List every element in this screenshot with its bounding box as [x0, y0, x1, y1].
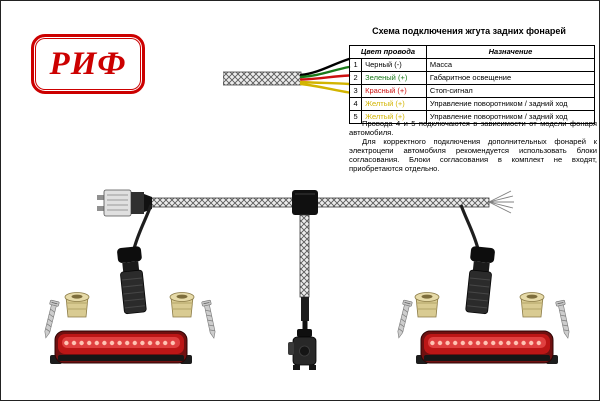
wire-color-label: Красный (+): [361, 84, 427, 98]
wire-red: [299, 74, 351, 81]
wire-yellow-2: [299, 82, 351, 94]
harness-diagram: [41, 189, 573, 370]
table-row: 2 Зеленый (+) Габаритное освещение: [348, 71, 596, 85]
wire-color-label: Черный (-): [361, 58, 427, 72]
table-row: 4 Желтый (+) Управление поворотником / з…: [348, 97, 596, 111]
left-branch-connector: [117, 204, 153, 315]
wire-colors-illustration: [223, 57, 351, 94]
vertical-cable: [299, 214, 310, 298]
table-row: 5 Желтый (+) Управление поворотником / з…: [348, 110, 596, 124]
table-row: 3 Красный (+) Стоп-сигнал: [348, 84, 596, 98]
mounting-grommet: [169, 292, 195, 318]
wire-black: [299, 57, 351, 77]
page-title: Схема подключения жгута задних фонарей: [372, 26, 566, 36]
wire-purpose: Управление поворотником / задний ход: [425, 97, 596, 111]
wire-purpose: Габаритное освещение: [425, 71, 596, 85]
wire-color-label: Зеленый (+): [361, 71, 427, 85]
wire-color-label: Желтый (+): [361, 97, 427, 111]
braided-sleeve: [223, 71, 302, 86]
rif-logo: РИФ: [31, 34, 145, 94]
table-header-row: Цвет провода Назначение: [349, 45, 596, 59]
left-plug-connector: [97, 189, 152, 217]
screw-icon: [394, 299, 413, 340]
rear-light-left: [49, 330, 193, 365]
cable-junction: [292, 190, 318, 215]
screw-icon: [41, 299, 60, 340]
wire-number: 4: [348, 97, 363, 111]
notes-block: Провода 4 и 5 подключаются в зависимости…: [349, 119, 597, 174]
purpose-column-header: Назначение: [425, 45, 596, 59]
wire-yellow-1: [299, 80, 351, 86]
note-paragraph-1: Провода 4 и 5 подключаются в зависимости…: [349, 119, 597, 137]
wire-purpose: Управление поворотником / задний ход: [425, 110, 596, 124]
note-paragraph-2: Для корректного подключения дополнительн…: [349, 136, 597, 173]
screw-icon: [555, 299, 573, 340]
mounting-grommet: [519, 292, 545, 318]
mounting-grommet: [414, 292, 440, 318]
rear-light-right: [415, 330, 559, 365]
wire-number: 3: [348, 84, 363, 98]
right-branch-connector: [459, 204, 495, 315]
mounting-grommet: [64, 292, 90, 318]
stripped-wire-ends: [488, 190, 514, 214]
wire-number: 1: [348, 58, 363, 72]
wire-purpose: Масса: [425, 58, 596, 72]
wire-number: 5: [348, 110, 363, 124]
wire-green: [299, 65, 351, 79]
wire-column-header: Цвет провода: [349, 45, 427, 59]
table-row: 1 Черный (-) Масса: [348, 58, 596, 72]
wire-color-table: Цвет провода Назначение 1 Черный (-) Мас…: [348, 45, 596, 124]
center-connector: [288, 297, 317, 370]
rif-logo-text: РИФ: [49, 45, 127, 82]
main-cable: [150, 197, 490, 208]
wire-number: 2: [348, 71, 363, 85]
screw-icon: [201, 299, 219, 340]
wire-purpose: Стоп-сигнал: [425, 84, 596, 98]
